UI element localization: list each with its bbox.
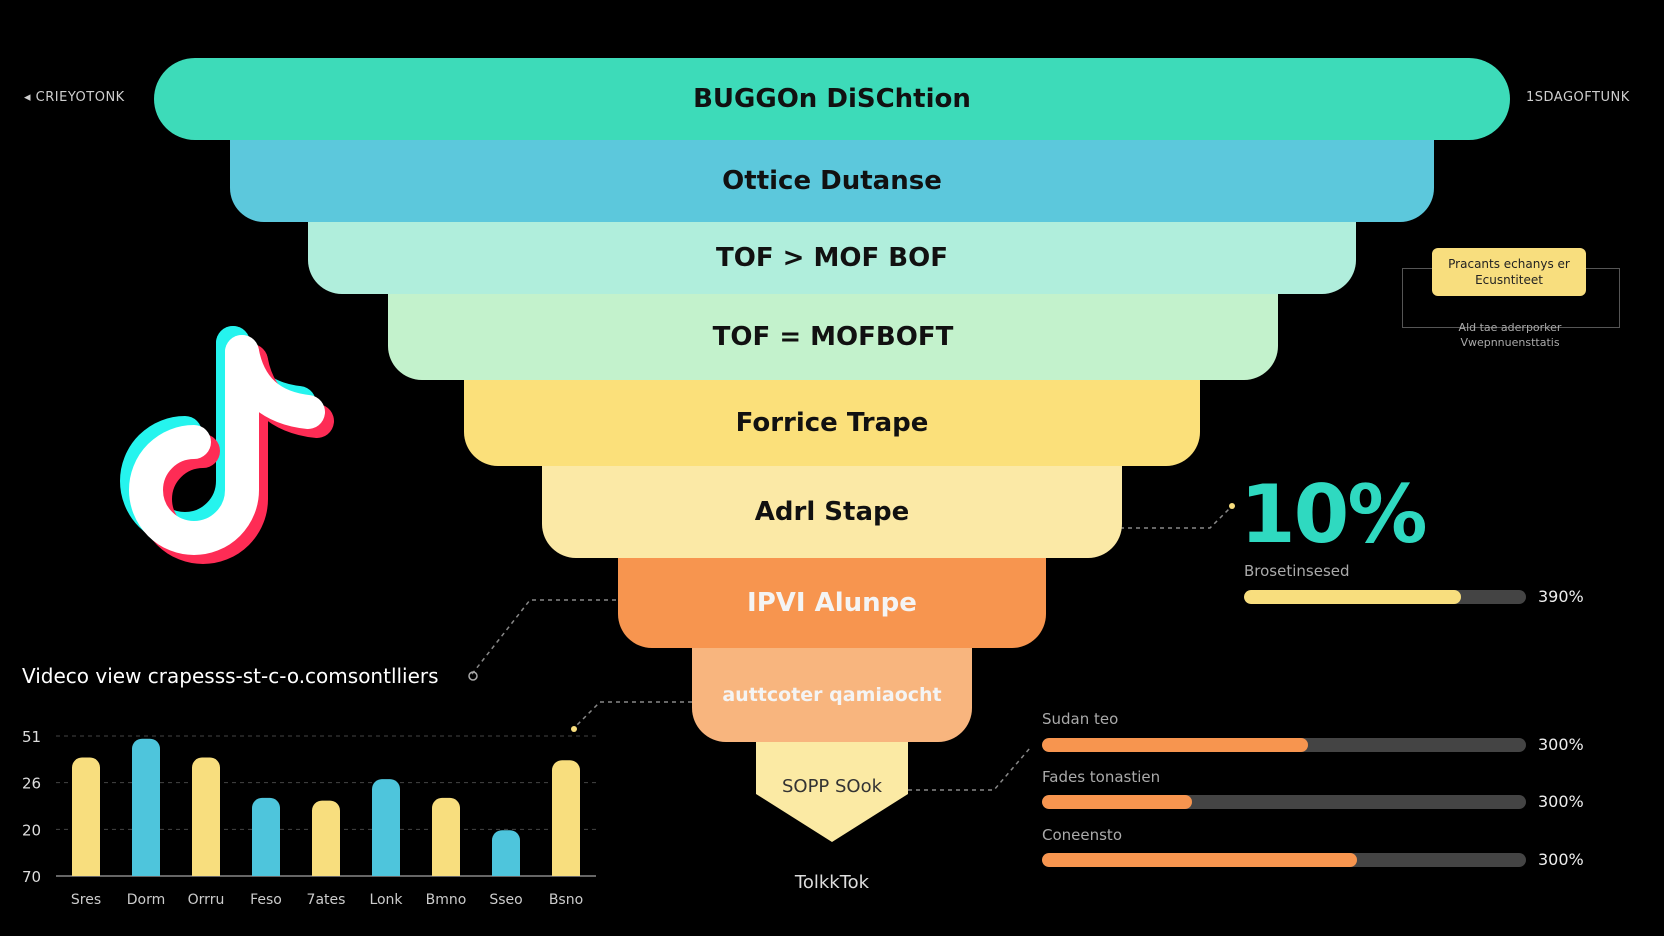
funnel-stage-label: Forrice Trape (735, 408, 929, 438)
funnel-stage-3: TOF > MOF BOF (308, 222, 1356, 294)
chart-x-tick-label: 7ates (307, 892, 346, 908)
chart-bar-base (252, 866, 280, 876)
note-caption-line-1: Ald tae aderporker (1458, 321, 1562, 334)
metric-bar-fill (1042, 738, 1309, 752)
metric-bar-fill (1244, 590, 1462, 604)
logo-white-layer (129, 335, 325, 555)
chart-bar-base (372, 866, 400, 876)
funnel-stage-2: Ottice Dutanse (230, 140, 1434, 222)
chart-bar (432, 797, 460, 876)
chart-x-tick-label: Bsno (549, 892, 583, 908)
metric-label: Fades tonastien (1042, 768, 1161, 786)
chart-bar-base (432, 866, 460, 876)
metric-label: Coneensto (1042, 826, 1122, 844)
funnel-stage-label: auttcoter qamiaocht (722, 684, 942, 706)
note-caption: Ald tae aderporker Vwepnnuensttatis (1402, 320, 1618, 350)
chart-bar (72, 757, 100, 876)
funnel-stage-label: TOF = MOFBOFT (712, 322, 954, 352)
metric-percent: 390% (1538, 587, 1584, 606)
chart-bar (552, 760, 580, 876)
chart-bar-base (132, 866, 160, 876)
chart-y-tick-label: 51 (22, 728, 41, 746)
funnel-tip-label: SOPP SOok (781, 776, 883, 797)
chart-bar-base (192, 866, 220, 876)
funnel-under-label: TolkkTok (794, 872, 870, 893)
right-header-label: 1SDAGOFTUNK (1526, 90, 1630, 105)
chart-title: Videco view crapesss-st-c-o.comsontllier… (22, 664, 439, 688)
funnel-stage-7: IPVI Alunpe (618, 558, 1046, 648)
chart-x-tick-label: Feso (250, 892, 282, 908)
big-percentage: 10% (1240, 468, 1427, 561)
metric-bar-track (1244, 590, 1526, 604)
metric-bar-track (1042, 738, 1526, 752)
chart-bar (192, 757, 220, 876)
chart-x-tick-label: Lonk (369, 892, 403, 908)
chart-x-tick-label: Orrru (188, 892, 225, 908)
funnel-stage-label: IPVI Alunpe (747, 588, 917, 618)
metric-percent: 300% (1538, 735, 1584, 754)
funnel-stage-label: TOF > MOF BOF (716, 243, 948, 273)
chart-y-tick-label: 26 (22, 775, 41, 793)
funnel-stage-label: Ottice Dutanse (722, 166, 942, 196)
chart-bar-base (492, 866, 520, 876)
chart-bar (132, 738, 160, 876)
metric-label: Sudan teo (1042, 710, 1119, 728)
tiktok-logo-icon (120, 326, 334, 564)
chart-bar (252, 797, 280, 876)
chart-x-tick-label: Sseo (489, 892, 522, 908)
chart-bar (312, 800, 340, 876)
funnel-stage-4: TOF = MOFBOFT (388, 294, 1278, 380)
metric-bar-fill (1042, 853, 1357, 867)
chart-x-tick-label: Bmno (426, 892, 467, 908)
chart-bar-base (552, 866, 580, 876)
chart-x-tick-label: Sres (71, 892, 101, 908)
funnel-stage-1: BUGGOn DiSChtion (154, 58, 1510, 140)
funnel-stage-label: BUGGOn DiSChtion (693, 84, 971, 114)
metric-bar-track (1042, 853, 1526, 867)
left-header-label: ◂ CRIEYOTONK (24, 90, 125, 105)
chart-y-tick-label: 70 (22, 868, 41, 886)
metric-bar-fill (1042, 795, 1193, 809)
funnel-stage-8: auttcoter qamiaocht (692, 648, 972, 742)
metric-percent: 300% (1538, 792, 1584, 811)
chart-bar-base (72, 866, 100, 876)
chart-y-tick-label: 20 (22, 821, 41, 839)
chart-bar (492, 830, 520, 876)
metric-label: Brosetinsesed (1244, 562, 1350, 580)
funnel-stage-6: Adrl Stape (542, 466, 1122, 558)
funnel-stage-label: Adrl Stape (754, 497, 910, 527)
metric-percent: 300% (1538, 850, 1584, 869)
note-tag: Pracants echanys er Ecusntiteet (1432, 248, 1586, 296)
funnel-stage-5: Forrice Trape (464, 380, 1200, 466)
note-caption-line-2: Vwepnnuensttatis (1460, 336, 1560, 349)
chart-x-tick-label: Dorm (127, 892, 166, 908)
metric-bar-track (1042, 795, 1526, 809)
chart-bar (372, 779, 400, 876)
chart-bar-base (312, 866, 340, 876)
